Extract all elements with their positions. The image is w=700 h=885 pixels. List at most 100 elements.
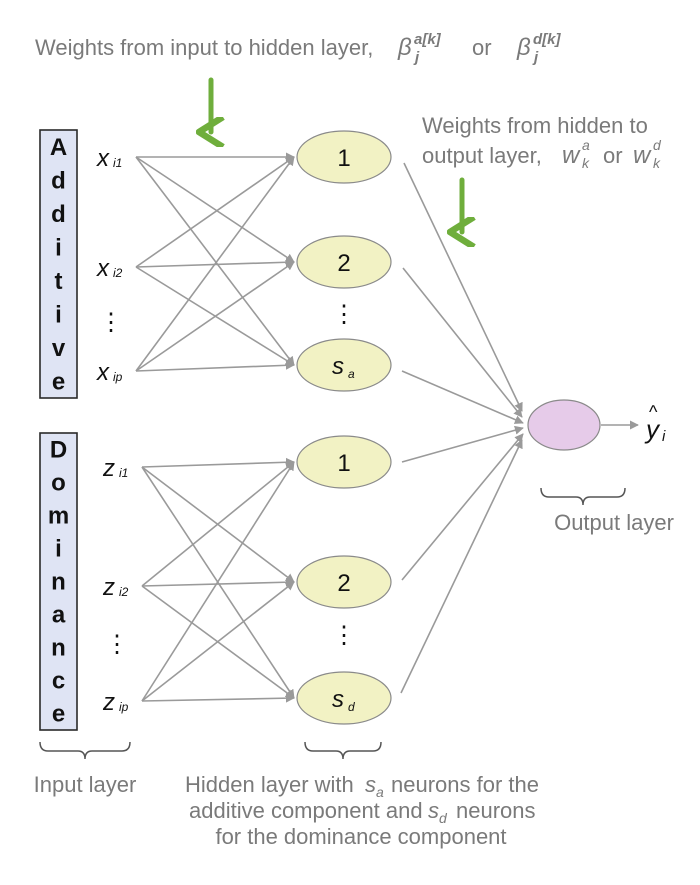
top-annotation: Weights from input to hidden layer, β a[… [35, 31, 562, 66]
dominance-letter: o [51, 470, 66, 497]
hidden-node-d1-label: 1 [337, 450, 350, 477]
right-w-d-sub: k [653, 155, 661, 171]
right-w-a: w [562, 142, 581, 169]
hidden-node-sa-sub: a [348, 367, 355, 381]
hidden-node-a2 [296, 235, 392, 289]
input-to-hidden-connection [141, 693, 295, 703]
hidden-label-line2-var: s [428, 798, 439, 823]
hidden-layer-brace [304, 741, 382, 760]
input-to-hidden-connection [141, 577, 295, 587]
dominance-label-box [39, 432, 78, 731]
hidden-ellipsis: ⋮ [332, 301, 356, 328]
input-x-ip: x [96, 359, 110, 386]
additive-letter: t [55, 268, 63, 295]
input-to-hidden-connection [135, 261, 295, 372]
input-to-hidden-connection [141, 461, 295, 702]
right-w-a-sub: k [582, 155, 590, 171]
input-x-i2-sub: i2 [113, 266, 123, 280]
input-to-hidden-connection [135, 360, 295, 372]
input-to-hidden-connection [135, 156, 295, 263]
top-beta-a: β [397, 34, 412, 61]
hidden-to-output-connection [400, 439, 523, 694]
hidden-node-sa-label: s [332, 353, 344, 380]
dominance-letter: a [52, 602, 66, 629]
input-x-i1: x [96, 145, 110, 172]
connections [135, 152, 524, 703]
input-z-i2: z [102, 574, 115, 601]
input-layer-brace [39, 741, 131, 760]
hidden-node-sd-label: s [332, 686, 344, 713]
hidden-node-d2-label: 2 [337, 570, 350, 597]
dominance-inputs: z i1 z i2 ⋮ z ip [102, 455, 129, 716]
hidden-label-line1-post: neurons for the [391, 772, 539, 797]
hidden-node-a1 [296, 130, 392, 184]
right-annotation-line1: Weights from hidden to [422, 113, 648, 138]
right-annotation: Weights from hidden to output layer, w a… [422, 113, 662, 171]
dominance-letter: i [55, 536, 62, 563]
hidden-node-a2-label: 2 [337, 250, 350, 277]
top-beta-d: β [516, 34, 531, 61]
hidden-to-output-connection [401, 433, 524, 581]
hidden-node-a1-label: 1 [337, 145, 350, 172]
input-to-hidden-connection [135, 156, 295, 372]
hidden-to-output-connection [401, 370, 524, 424]
input-z-ip: z [102, 689, 115, 716]
additive-letter: e [52, 368, 65, 395]
input-ellipsis: ⋮ [99, 309, 123, 336]
additive-letter: v [52, 335, 66, 362]
hidden-to-output-connection [401, 425, 524, 463]
top-annotation-text: Weights from input to hidden layer, [35, 35, 373, 60]
hidden-to-output-connection [403, 162, 523, 412]
hidden-label-line3: for the dominance component [215, 824, 506, 849]
additive-letter: d [51, 201, 66, 228]
input-layer-label: Input layer [34, 772, 137, 797]
input-ellipsis: ⋮ [105, 631, 129, 658]
output-label: y ^ i [644, 402, 666, 445]
input-to-hidden-connection [141, 461, 295, 587]
additive-letter: d [51, 167, 66, 194]
output-layer-brace [540, 487, 626, 506]
right-w-d-sup: d [653, 137, 662, 153]
input-to-hidden-connection [141, 457, 295, 468]
hidden-label-line1-sub: a [376, 784, 384, 800]
additive-inputs: x i1 x i2 ⋮ x ip [96, 145, 123, 386]
hidden-node-d1 [296, 435, 392, 489]
hidden-to-output-connection [402, 267, 523, 418]
right-annotation-line2: output layer, [422, 143, 542, 168]
dominance-letter: e [52, 701, 65, 728]
dominance-letter: c [52, 668, 65, 695]
output-node [527, 399, 601, 451]
hidden-label-line2-sub: d [439, 810, 448, 826]
input-x-i2: x [96, 255, 110, 282]
top-beta-d-sup: d[k] [533, 31, 562, 48]
input-z-i1-sub: i1 [119, 466, 128, 480]
top-beta-a-sup: a[k] [414, 31, 442, 48]
top-beta-a-sub: j [413, 49, 420, 66]
input-z-i1: z [102, 455, 115, 482]
additive-hidden-nodes: 1 2 ⋮ s a [296, 130, 392, 392]
hidden-label-line1-pre: Hidden layer with [185, 772, 354, 797]
hidden-label-line1-var: s [365, 772, 376, 797]
input-z-ip-sub: ip [119, 700, 129, 714]
hidden-layer-label: Hidden layer with s a neurons for the ad… [185, 772, 539, 849]
hidden-node-sd-sub: d [348, 700, 355, 714]
dominance-letter: n [51, 569, 66, 596]
output-y: y [644, 414, 661, 444]
dominance-letter: n [51, 635, 66, 662]
top-or: or [472, 35, 492, 60]
additive-label-box [39, 129, 78, 399]
hidden-label-line2-post: neurons [456, 798, 536, 823]
input-x-i1-sub: i1 [113, 156, 122, 170]
output-y-sub: i [662, 428, 666, 445]
additive-letter: i [55, 301, 62, 328]
hidden-label-line2-pre: additive component and [189, 798, 423, 823]
dominance-letter: D [50, 437, 67, 464]
input-x-ip-sub: ip [113, 370, 123, 384]
dominance-letter: m [48, 503, 69, 530]
input-to-hidden-connection [141, 581, 295, 702]
output-layer-label: Output layer [554, 510, 674, 535]
output-y-hat: ^ [649, 402, 658, 422]
dominance-hidden-nodes: 1 2 ⋮ s d [296, 435, 392, 725]
